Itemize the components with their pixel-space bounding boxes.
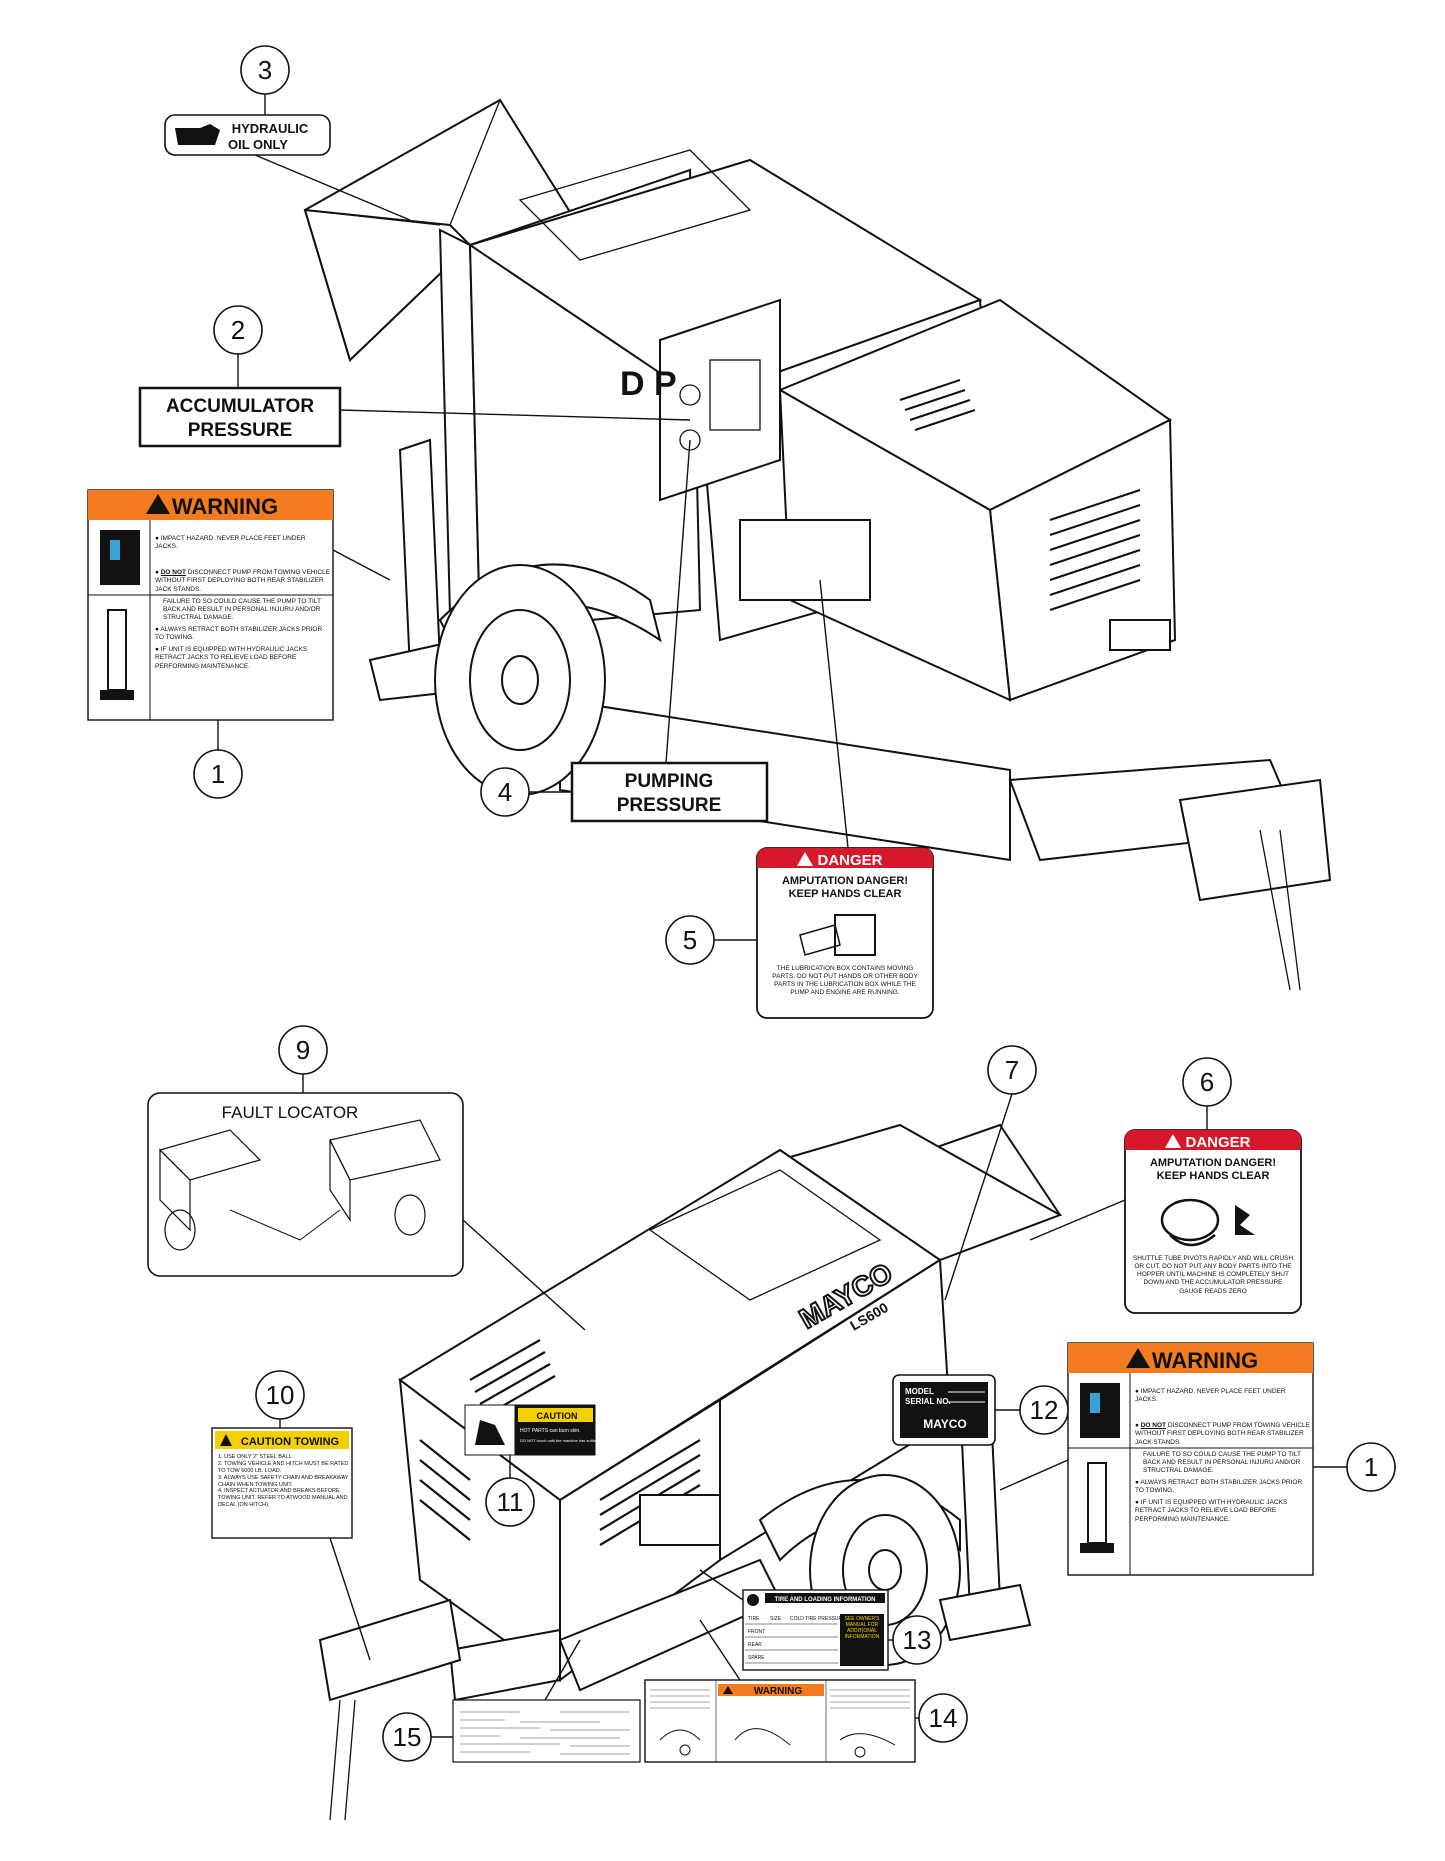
warning-decal-jacks-bottom: WARNING ● IMPACT HAZARD. NEVER PLACE FEE… xyxy=(1067,1342,1314,1576)
svg-text:FRONT: FRONT xyxy=(748,1629,765,1635)
danger-decal-hopper: DANGER AMPUTATION DANGER! KEEP HANDS CLE… xyxy=(1124,1129,1302,1314)
svg-text:MODEL: MODEL xyxy=(905,1387,934,1396)
svg-text:KEEP HANDS CLEAR: KEEP HANDS CLEAR xyxy=(789,888,902,900)
svg-text:PRESSURE: PRESSURE xyxy=(617,795,722,816)
certification-label-decal xyxy=(452,1699,641,1763)
svg-text:AMPUTATION DANGER!: AMPUTATION DANGER! xyxy=(1150,1157,1276,1169)
svg-text:PRESSURE: PRESSURE xyxy=(188,420,293,441)
svg-text:DO NOT touch until the machine: DO NOT touch until the machine has suffi… xyxy=(520,1438,619,1443)
svg-text:SERIAL NO.: SERIAL NO. xyxy=(905,1397,951,1406)
callout-13: 13 xyxy=(888,1615,942,1665)
svg-text:OIL ONLY: OIL ONLY xyxy=(228,137,288,152)
svg-text:AMPUTATION DANGER!: AMPUTATION DANGER! xyxy=(782,875,908,887)
callout-1-top: 1 xyxy=(193,720,243,799)
svg-text:HYDRAULIC: HYDRAULIC xyxy=(232,121,309,136)
danger-triangle-icon xyxy=(797,852,813,866)
svg-text:DANGER: DANGER xyxy=(817,852,882,869)
fault-locator-machine-left-icon xyxy=(158,1129,301,1251)
fault-locator-machine-right-icon xyxy=(299,1119,441,1241)
svg-text:CAUTION: CAUTION xyxy=(537,1411,578,1421)
callout-4: 4 xyxy=(480,767,572,817)
svg-text:WARNING: WARNING xyxy=(172,494,278,519)
callout-11: 11 xyxy=(485,1477,535,1527)
tire-loading-decal: TIRE AND LOADING INFORMATION TIRE SIZE C… xyxy=(742,1589,889,1671)
svg-text:10: 10 xyxy=(266,1380,295,1410)
tire-icon xyxy=(747,1594,759,1606)
callout-3: 3 xyxy=(240,45,290,115)
svg-text:MAYCO: MAYCO xyxy=(923,1417,967,1431)
svg-text:SIZE: SIZE xyxy=(770,1616,782,1622)
warning-decal-jacks-top: WARNING ● IMPACT HAZARD. NEVER PLACE FEE… xyxy=(87,489,334,721)
callout-10: 10 xyxy=(255,1370,305,1428)
svg-text:14: 14 xyxy=(929,1703,958,1733)
svg-text:CAUTION TOWING: CAUTION TOWING xyxy=(241,1436,339,1448)
svg-text:1: 1 xyxy=(211,759,225,789)
svg-text:9: 9 xyxy=(296,1035,310,1065)
svg-text:WARNING: WARNING xyxy=(754,1686,803,1697)
callout-5: 5 xyxy=(665,915,757,965)
oil-can-icon xyxy=(175,124,220,145)
top-machine-illustration: D P xyxy=(303,98,1332,991)
callout-12: 12 xyxy=(995,1385,1069,1435)
jack-stand-icon xyxy=(100,609,134,700)
warning-triangle-icon xyxy=(1126,1348,1150,1368)
caution-towing-decal: CAUTION TOWING 1. USE ONLY 2" STEEL BALL… xyxy=(211,1427,353,1539)
callout-1-bottom: 1 xyxy=(1313,1442,1396,1492)
svg-text:1: 1 xyxy=(1364,1452,1378,1482)
svg-text:HOT PARTS can burn skin.: HOT PARTS can burn skin. xyxy=(520,1428,581,1434)
accumulator-pressure-decal: ACCUMULATOR PRESSURE xyxy=(138,386,342,448)
callout-15: 15 xyxy=(382,1712,453,1762)
svg-text:15: 15 xyxy=(393,1722,422,1752)
svg-text:SPARE: SPARE xyxy=(748,1655,765,1661)
callout-2: 2 xyxy=(213,305,263,388)
danger-decal-lubrication: DANGER AMPUTATION DANGER! KEEP HANDS CLE… xyxy=(756,847,934,1019)
callout-9: 9 xyxy=(278,1025,328,1093)
callout-14: 14 xyxy=(915,1693,968,1743)
caution-hot-parts-decal: CAUTION HOT PARTS can burn skin. DO NOT … xyxy=(464,1404,619,1456)
hood-vents xyxy=(899,379,1141,611)
svg-text:3: 3 xyxy=(258,55,272,85)
svg-text:WARNING: WARNING xyxy=(1152,1348,1258,1373)
svg-text:2: 2 xyxy=(231,315,245,345)
fault-locator-decal: FAULT LOCATOR xyxy=(147,1092,464,1277)
dcp-logo: D P xyxy=(620,365,677,403)
warning-towing-decal: WARNING xyxy=(644,1679,916,1763)
boot-icon xyxy=(1080,1383,1120,1438)
danger-triangle-icon xyxy=(1165,1134,1181,1148)
svg-text:KEEP HANDS CLEAR: KEEP HANDS CLEAR xyxy=(1157,1170,1270,1182)
shuttle-tube-crush-icon xyxy=(1160,1198,1255,1247)
svg-text:TIRE: TIRE xyxy=(748,1616,760,1622)
caution-triangle-icon xyxy=(220,1434,232,1446)
jack-stand-icon xyxy=(1080,1462,1114,1553)
warning-triangle-icon xyxy=(723,1686,733,1694)
callout-7: 7 xyxy=(944,1045,1037,1301)
svg-text:7: 7 xyxy=(1005,1055,1019,1085)
pumping-pressure-decal: PUMPING PRESSURE xyxy=(570,761,769,823)
hot-surface-hand-icon xyxy=(475,1420,505,1445)
svg-text:11: 11 xyxy=(497,1487,524,1517)
svg-text:12: 12 xyxy=(1030,1395,1059,1425)
svg-text:TIRE AND LOADING INFORMATION: TIRE AND LOADING INFORMATION xyxy=(775,1597,876,1603)
svg-text:PUMPING: PUMPING xyxy=(625,771,714,792)
warning-triangle-icon xyxy=(146,494,170,514)
svg-text:ACCUMULATOR: ACCUMULATOR xyxy=(166,396,314,417)
hydraulic-oil-decal: HYDRAULIC OIL ONLY xyxy=(164,114,331,156)
svg-text:5: 5 xyxy=(683,925,697,955)
callout-6: 6 xyxy=(1182,1057,1232,1130)
svg-text:COLD TIRE PRESSURE: COLD TIRE PRESSURE xyxy=(790,1616,846,1622)
svg-text:REAR: REAR xyxy=(748,1642,762,1648)
svg-text:4: 4 xyxy=(498,777,512,807)
svg-text:DANGER: DANGER xyxy=(1185,1134,1250,1151)
model-serial-plate: MODEL SERIAL NO. MAYCO xyxy=(892,1374,996,1446)
boot-icon xyxy=(100,530,140,585)
hand-in-box-icon xyxy=(799,914,876,956)
svg-text:13: 13 xyxy=(903,1625,932,1655)
svg-text:6: 6 xyxy=(1200,1067,1214,1097)
svg-text:FAULT LOCATOR: FAULT LOCATOR xyxy=(222,1103,359,1122)
hitch-pictogram-icon xyxy=(659,1728,896,1758)
